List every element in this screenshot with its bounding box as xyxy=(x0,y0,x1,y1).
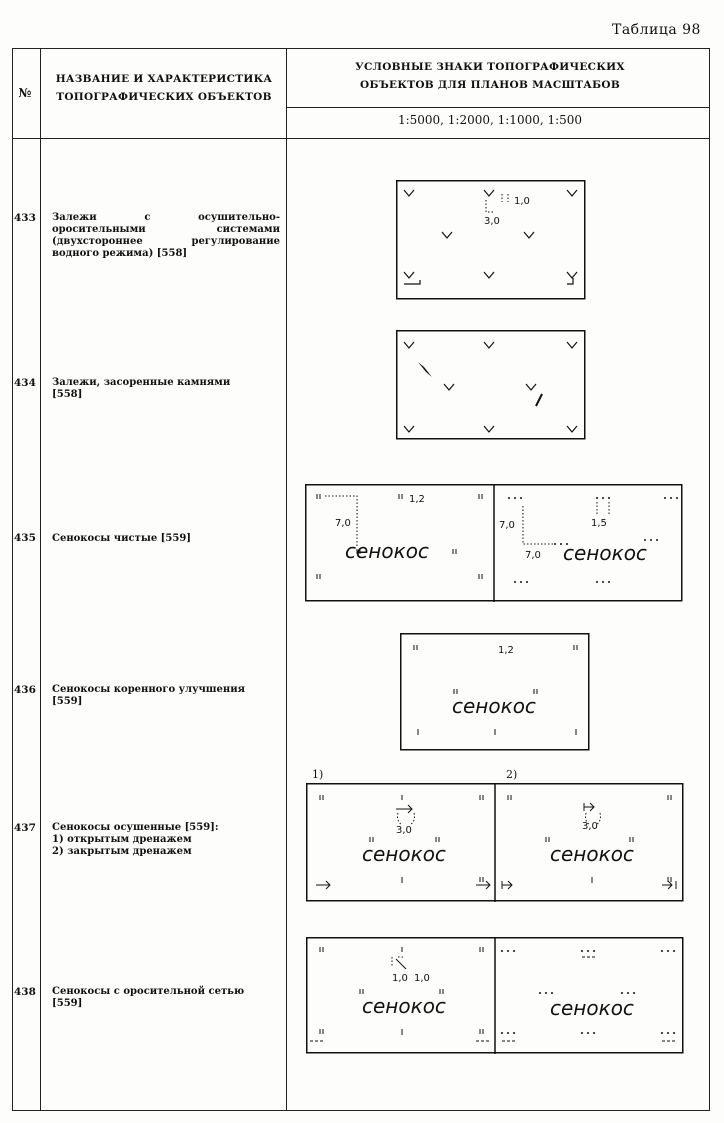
row-description-437: Сенокосы осушенные [559]: 1) открытым др… xyxy=(52,822,219,857)
dim-label-3-0: 3,0 xyxy=(484,216,500,227)
header-scales: 1:5000, 1:2000, 1:1000, 1:500 xyxy=(397,113,583,127)
row-number-436: 436 xyxy=(14,684,36,696)
map-label-senokos: сенокос xyxy=(362,842,446,866)
map-label-senokos: сенокос xyxy=(563,541,647,565)
dim-label-1-2: 1,2 xyxy=(409,494,425,505)
scales-rule xyxy=(286,107,710,108)
symbol-434 xyxy=(396,330,586,440)
row-description-434: Залежи, засоренные камнями [558] xyxy=(52,377,231,400)
dim-label-3-0: 3,0 xyxy=(582,821,598,832)
dim-label-1-5: 1,5 xyxy=(591,518,607,529)
header-number: № xyxy=(18,86,32,100)
row-description-433: Залежи с осушительно-оросительными систе… xyxy=(52,212,280,259)
map-label-senokos: сенокос xyxy=(550,842,634,866)
symbol-436: 1,2 сенокос xyxy=(400,633,590,751)
map-label-senokos: сенокос xyxy=(362,994,446,1018)
variant-label-2: 2) xyxy=(506,768,518,781)
dim-label-7-0: 7,0 xyxy=(335,518,351,529)
header-symbols: УСЛОВНЫЕ ЗНАКИ ТОПОГРАФИЧЕСКИХ ОБЪЕКТОВ … xyxy=(355,61,625,91)
table-frame xyxy=(12,48,710,1111)
row-description-436: Сенокосы коренного улучшения [559] xyxy=(52,684,246,707)
dim-label-1-0: 1,0 xyxy=(392,973,408,984)
dim-label-1-0: 1,0 xyxy=(414,973,430,984)
map-label-senokos: сенокос xyxy=(550,996,634,1020)
column-divider-number xyxy=(40,48,41,1111)
dim-label-7-0: 7,0 xyxy=(525,550,541,561)
symbol-433: 1,0 3,0 xyxy=(396,180,586,300)
dim-label-3-0: 3,0 xyxy=(396,825,412,836)
variant-label-1: 1) xyxy=(312,768,324,781)
row-description-435: Сенокосы чистые [559] xyxy=(52,533,192,544)
dim-label-7-0: 7,0 xyxy=(499,520,515,531)
row-number-437: 437 xyxy=(14,822,36,834)
column-divider-symbols xyxy=(286,48,287,1111)
dim-label-1-2: 1,2 xyxy=(498,645,514,656)
row-number-434: 434 xyxy=(14,377,36,389)
row-description-438: Сенокосы с оросительной сетью [559] xyxy=(52,986,245,1009)
row-number-438: 438 xyxy=(14,986,36,998)
row-number-433: 433 xyxy=(14,212,36,224)
map-label-senokos: сенокос xyxy=(345,539,429,563)
map-label-senokos: сенокос xyxy=(452,694,536,718)
header-bottom-rule xyxy=(12,138,710,139)
dim-label-1-0: 1,0 xyxy=(514,196,530,207)
symbol-437: 3,0 3,0 сенокос сенокос xyxy=(306,783,684,902)
header-name: НАЗВАНИЕ И ХАРАКТЕРИСТИКА ТОПОГРАФИЧЕСКИ… xyxy=(55,73,273,103)
symbol-438: 1,0 1,0 сенокос сенокос xyxy=(306,937,684,1054)
symbol-435: 1,2 7,0 сенокос 7,0 1,5 7,0 сенокос xyxy=(305,484,683,602)
row-number-435: 435 xyxy=(14,532,36,544)
table-number-label: Таблица 98 xyxy=(612,22,701,38)
